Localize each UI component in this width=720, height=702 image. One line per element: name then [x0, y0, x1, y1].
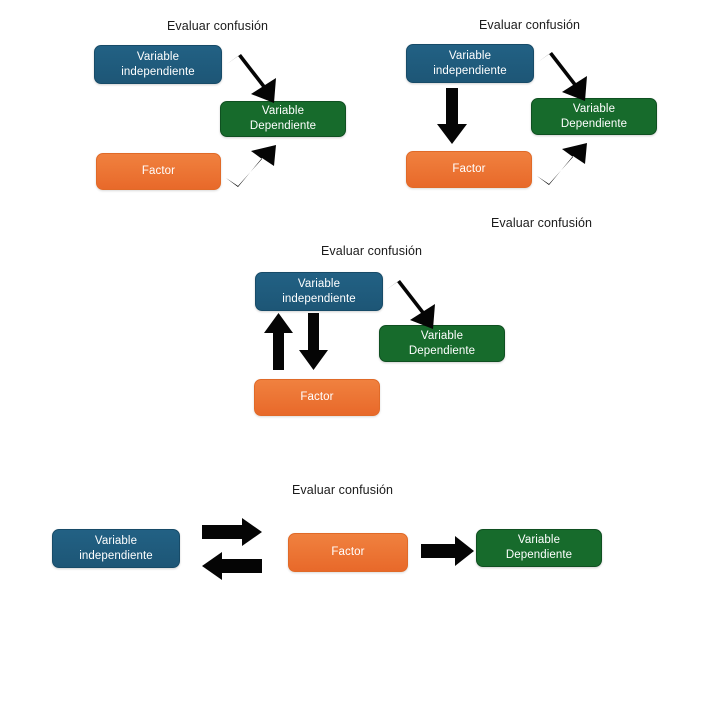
panel-3-extra-title: Evaluar confusión	[491, 216, 593, 230]
panel-2-title: Evaluar confusión	[479, 18, 581, 32]
panel-3-factor-label: Factor	[300, 391, 334, 404]
panel-1-factor-box[interactable]: Factor	[96, 153, 221, 190]
panel-2-factor-label: Factor	[452, 163, 486, 176]
panel-2-factor-box[interactable]: Factor	[406, 151, 532, 188]
panel-4-arrow-factor-to-dependiente-icon	[421, 536, 474, 566]
panel-4-variable-dependiente-label: Variable Dependiente	[505, 534, 573, 561]
panel-4-factor-box[interactable]: Factor	[288, 533, 408, 572]
panel-1-arrow-factor-to-dependiente-icon	[224, 145, 279, 187]
panel-4-variable-dependiente-box[interactable]: Variable Dependiente	[476, 529, 602, 567]
panel-4-title: Evaluar confusión	[292, 483, 394, 497]
panel-2-arrow-factor-to-dependiente-icon	[535, 143, 590, 185]
panel-3-factor-box[interactable]: Factor	[254, 379, 380, 416]
panel-3-arrow-factor-to-independiente-icon	[264, 313, 293, 370]
panel-2-arrow-independiente-to-dependiente-icon	[536, 52, 590, 101]
panel-3-variable-independiente-box[interactable]: Variable independiente	[255, 272, 383, 311]
panel-4-arrow-independiente-factor-bidirectional-icon	[202, 518, 262, 580]
panel-4-variable-independiente-label: Variable independiente	[79, 534, 153, 562]
panel-3-title: Evaluar confusión	[321, 244, 423, 258]
panel-3-variable-independiente-label: Variable independiente	[282, 277, 356, 305]
panel-1-variable-independiente-box[interactable]: Variable independiente	[94, 45, 222, 84]
panel-2-variable-dependiente-label: Variable Dependiente	[560, 102, 628, 130]
panel-1-title: Evaluar confusión	[167, 19, 269, 33]
panel-3-variable-dependiente-box[interactable]: Variable Dependiente	[379, 325, 505, 362]
panel-2-variable-independiente-box[interactable]: Variable independiente	[406, 44, 534, 83]
panel-1-variable-dependiente-label: Variable Dependiente	[249, 105, 317, 132]
panel-2-variable-dependiente-box[interactable]: Variable Dependiente	[531, 98, 657, 135]
panel-4-variable-independiente-box[interactable]: Variable independiente	[52, 529, 180, 568]
panel-1-arrow-independiente-to-dependiente-icon	[225, 54, 279, 103]
panel-3-arrow-independiente-to-factor-icon	[299, 313, 328, 370]
panel-3-arrow-independiente-to-dependiente-icon	[384, 280, 438, 329]
panel-2-variable-independiente-label: Variable independiente	[433, 49, 507, 77]
panel-2-arrow-independiente-to-factor-icon	[437, 88, 467, 144]
panel-1-variable-dependiente-box[interactable]: Variable Dependiente	[220, 101, 346, 137]
panel-3-variable-dependiente-label: Variable Dependiente	[408, 329, 476, 357]
panel-1-factor-label: Factor	[141, 165, 176, 178]
panel-4-factor-label: Factor	[331, 546, 365, 559]
panel-1-variable-independiente-label: Variable independiente	[121, 50, 195, 78]
